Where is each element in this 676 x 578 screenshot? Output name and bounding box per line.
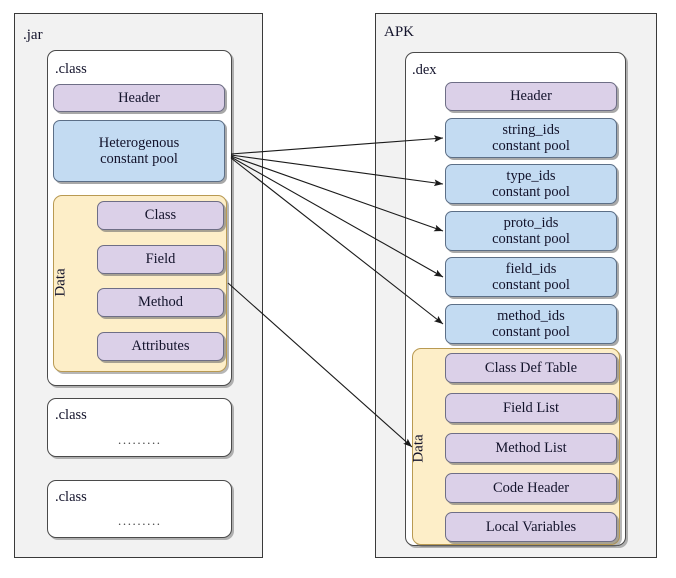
dex-pool-field-ids: field_ids constant pool — [445, 257, 617, 297]
jar-constant-pool-line2: constant pool — [100, 151, 178, 167]
dex-data-item-class-def-table: Class Def Table — [445, 353, 617, 383]
jar-header-chip: Header — [53, 84, 225, 112]
class-box-second-label: .class — [55, 407, 87, 423]
dex-pool-proto-ids-line2: constant pool — [492, 231, 570, 247]
dex-data-item-method-list: Method List — [445, 433, 617, 463]
jar-data-item-class: Class — [97, 201, 224, 230]
dex-pool-method-ids-line1: method_ids — [497, 307, 565, 324]
dex-header-chip: Header — [445, 82, 617, 111]
dex-pool-proto-ids: proto_ids constant pool — [445, 211, 617, 251]
dex-pool-string-ids-line2: constant pool — [492, 138, 570, 154]
class-box-third-dots: ......... — [118, 513, 162, 528]
class-box-second-dots: ......... — [118, 432, 162, 447]
class-box-primary-label: .class — [55, 61, 87, 77]
dex-data-item-local-variables: Local Variables — [445, 512, 617, 542]
dex-pool-method-ids-line2: constant pool — [492, 324, 570, 340]
dex-pool-type-ids: type_ids constant pool — [445, 164, 617, 204]
dex-pool-type-ids-line1: type_ids — [506, 167, 556, 184]
jar-data-item-attributes: Attributes — [97, 332, 224, 361]
class-box-third — [47, 480, 232, 538]
jar-data-label: Data — [52, 268, 69, 297]
dex-data-item-code-header: Code Header — [445, 473, 617, 503]
class-box-second — [47, 398, 232, 457]
dex-data-label: Data — [410, 434, 427, 463]
dex-pool-string-ids-line1: string_ids — [502, 121, 560, 138]
jar-constant-pool-line1: Heterogenous — [98, 134, 180, 151]
jar-constant-pool-chip: Heterogenous constant pool — [53, 120, 225, 182]
jar-data-item-field: Field — [97, 245, 224, 274]
dex-pool-type-ids-line2: constant pool — [492, 184, 570, 200]
dex-pool-field-ids-line1: field_ids — [505, 260, 557, 277]
dex-pool-string-ids: string_ids constant pool — [445, 118, 617, 158]
apk-container-label: APK — [384, 24, 415, 40]
dex-data-item-field-list: Field List — [445, 393, 617, 423]
dex-pool-field-ids-line2: constant pool — [492, 277, 570, 293]
jar-data-item-method: Method — [97, 288, 224, 317]
dex-pool-proto-ids-line1: proto_ids — [503, 214, 559, 231]
dex-pool-method-ids: method_ids constant pool — [445, 304, 617, 344]
dex-box-label: .dex — [412, 62, 437, 78]
class-box-third-label: .class — [55, 489, 87, 505]
jar-container-label: .jar — [23, 27, 43, 43]
